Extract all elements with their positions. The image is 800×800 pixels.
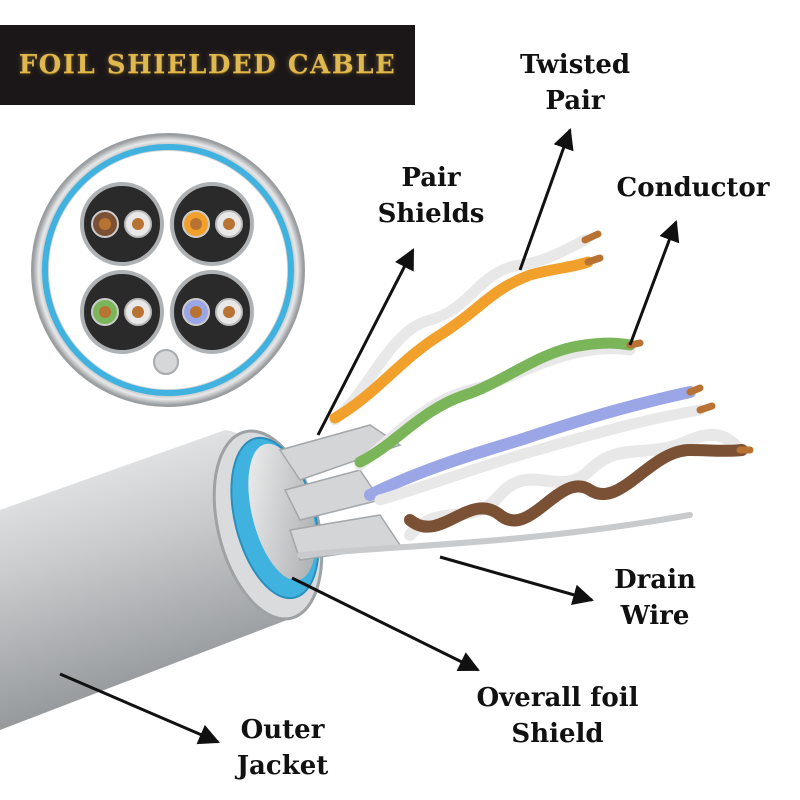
pair-cross-section-blue xyxy=(170,270,254,354)
arrow-drain-wire xyxy=(439,555,595,605)
drain-wire xyxy=(297,512,693,558)
arrow-overall-foil-shield xyxy=(291,576,480,672)
twisted-pair-blue xyxy=(364,384,716,506)
arrow-twisted-pair xyxy=(518,128,574,271)
label-drain-wire: Drain Wire xyxy=(614,565,696,631)
twisted-pair-orange xyxy=(329,230,604,426)
label-twisted-pair: Twisted Pair xyxy=(519,50,631,116)
cross-section xyxy=(31,133,305,407)
pair-cross-section-brown xyxy=(80,182,164,266)
twisted-pair-brown xyxy=(404,428,754,541)
arrow-conductor xyxy=(628,220,680,346)
pair-cross-section-orange xyxy=(170,182,254,266)
pair-cross-section-green xyxy=(80,270,164,354)
label-outer-jacket: Outer Jacket xyxy=(236,715,329,781)
drain-wire-cross-section xyxy=(153,349,179,375)
page-title: FOIL SHIELDED CABLE xyxy=(18,50,397,80)
label-pair-shields: Pair Shields xyxy=(377,163,485,229)
cable-body xyxy=(0,424,402,730)
title-banner: FOIL SHIELDED CABLE xyxy=(0,25,415,105)
arrow-outer-jacket xyxy=(59,672,220,745)
arrow-pair-shields xyxy=(316,248,415,436)
label-conductor: Conductor xyxy=(616,173,770,203)
label-overall-foil-shield: Overall foil Shield xyxy=(476,683,639,749)
callout-arrows xyxy=(59,128,680,745)
